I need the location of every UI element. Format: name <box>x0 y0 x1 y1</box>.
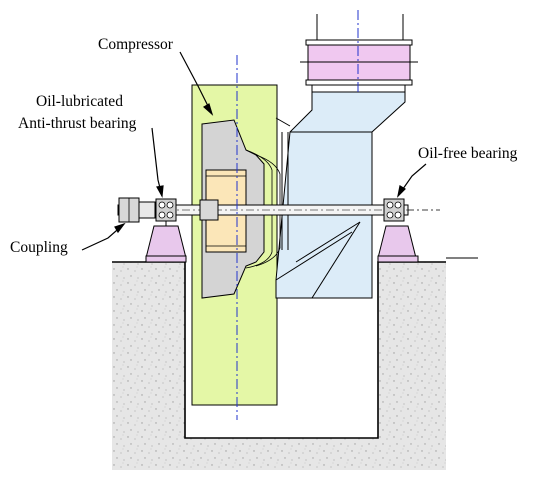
oil-free-bearing-label: Oil-free bearing <box>418 145 518 162</box>
oil-lubricated-label: Oil-lubricated <box>36 93 123 110</box>
exhaust-stack <box>300 14 418 95</box>
right-bearing-pedestal <box>377 225 417 259</box>
left-bearing <box>145 198 187 263</box>
compressor-label: Compressor <box>98 36 174 53</box>
foundation <box>112 262 446 470</box>
shaft-sleeve <box>199 199 219 221</box>
coupling-label: Coupling <box>10 239 68 256</box>
coupling-part <box>118 197 156 223</box>
right-bearing <box>377 198 478 263</box>
discharge-duct <box>275 91 406 299</box>
left-bearing-pedestal <box>145 225 187 259</box>
oil-lubricated-leader <box>151 127 163 197</box>
anti-thrust-label: Anti-thrust bearing <box>18 115 137 132</box>
